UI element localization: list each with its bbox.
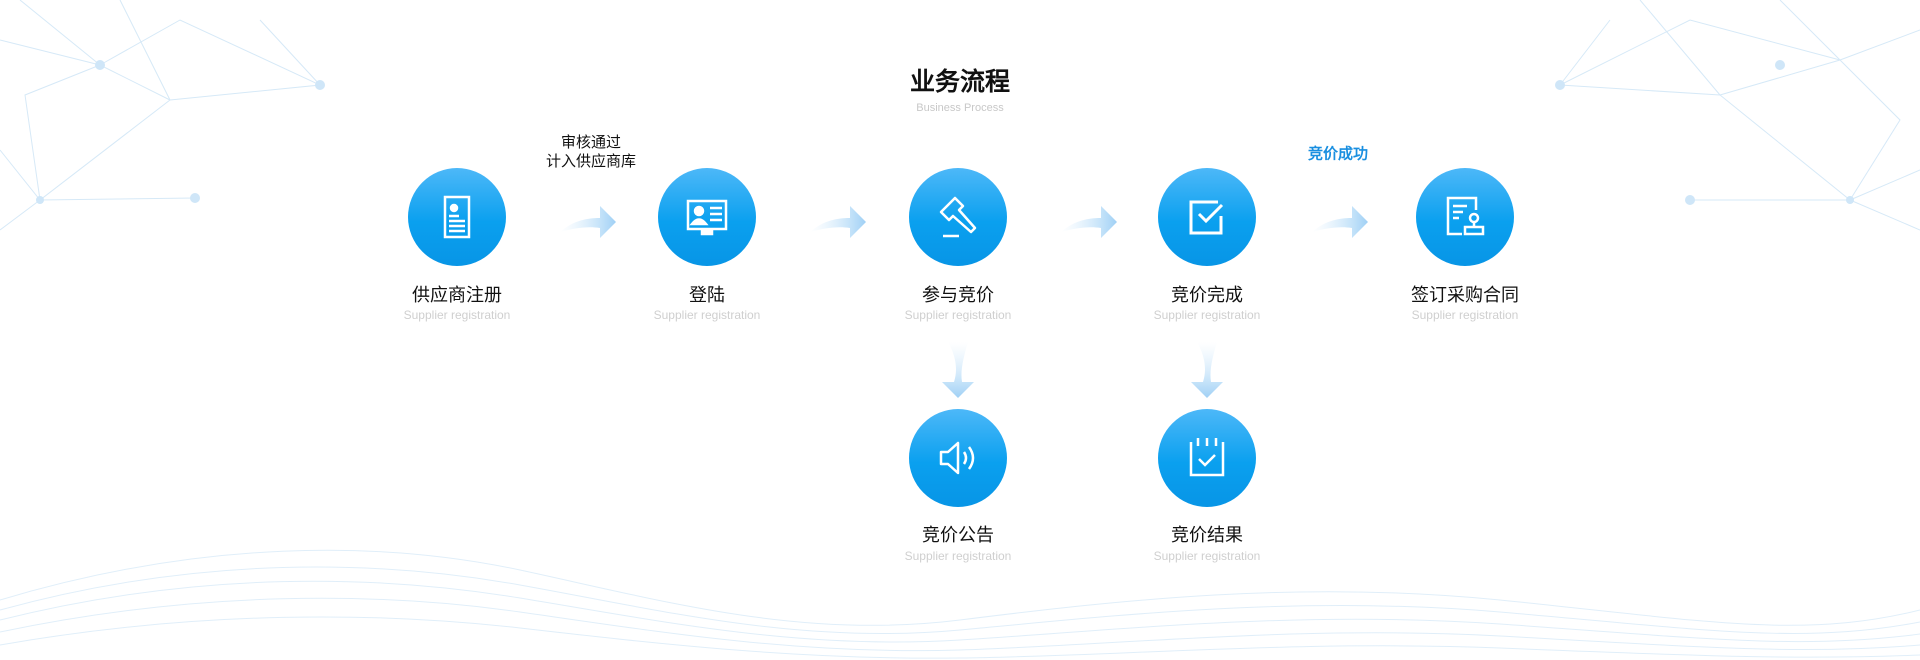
step-sublabel: Supplier registration [904, 549, 1012, 563]
arrow-right-icon [560, 206, 616, 238]
step-sublabel: Supplier registration [653, 308, 761, 322]
step-label: 竞价公告 [922, 525, 994, 546]
arrow-down-icon [942, 342, 974, 398]
step-sublabel: Supplier registration [1153, 549, 1261, 563]
checkbox-icon [1189, 200, 1224, 235]
step-login[interactable] [658, 168, 756, 266]
gavel-icon [939, 196, 977, 238]
step-bidding-complete[interactable] [1158, 168, 1256, 266]
step-label: 竞价结果 [1171, 525, 1243, 546]
page-title: 业务流程 [909, 67, 1011, 96]
step-bid-announcement[interactable] [909, 409, 1007, 507]
step-sublabel: Supplier registration [904, 308, 1012, 322]
document-user-icon [443, 195, 471, 239]
step-label: 签订采购合同 [1411, 285, 1519, 306]
arrow-down-icon [1191, 342, 1223, 398]
id-card-monitor-icon [686, 199, 728, 236]
step-sublabel: Supplier registration [1411, 308, 1519, 322]
clipboard-check-icon [1189, 438, 1225, 477]
step-bidding[interactable] [909, 168, 1007, 266]
arrow-right-icon [1312, 206, 1368, 238]
step-label: 登陆 [689, 285, 725, 306]
contract-stamp-icon [1446, 196, 1485, 236]
approval-line-1: 审核通过 [560, 133, 622, 151]
page-subtitle: Business Process [916, 102, 1004, 114]
step-bid-result[interactable] [1158, 409, 1256, 507]
success-annotation: 竞价成功 [1307, 144, 1369, 163]
speaker-icon [939, 441, 975, 475]
step-sign-contract[interactable] [1416, 168, 1514, 266]
step-label: 供应商注册 [412, 285, 502, 306]
approval-annotation: 审核通过 计入供应商库 [546, 133, 636, 171]
approval-line-2: 计入供应商库 [545, 152, 637, 170]
step-supplier-registration[interactable] [408, 168, 506, 266]
step-sublabel: Supplier registration [1153, 308, 1261, 322]
step-label: 竞价完成 [1171, 285, 1243, 306]
step-sublabel: Supplier registration [403, 308, 511, 322]
arrow-right-icon [810, 206, 866, 238]
step-label: 参与竞价 [922, 285, 994, 306]
arrow-right-icon [1061, 206, 1117, 238]
